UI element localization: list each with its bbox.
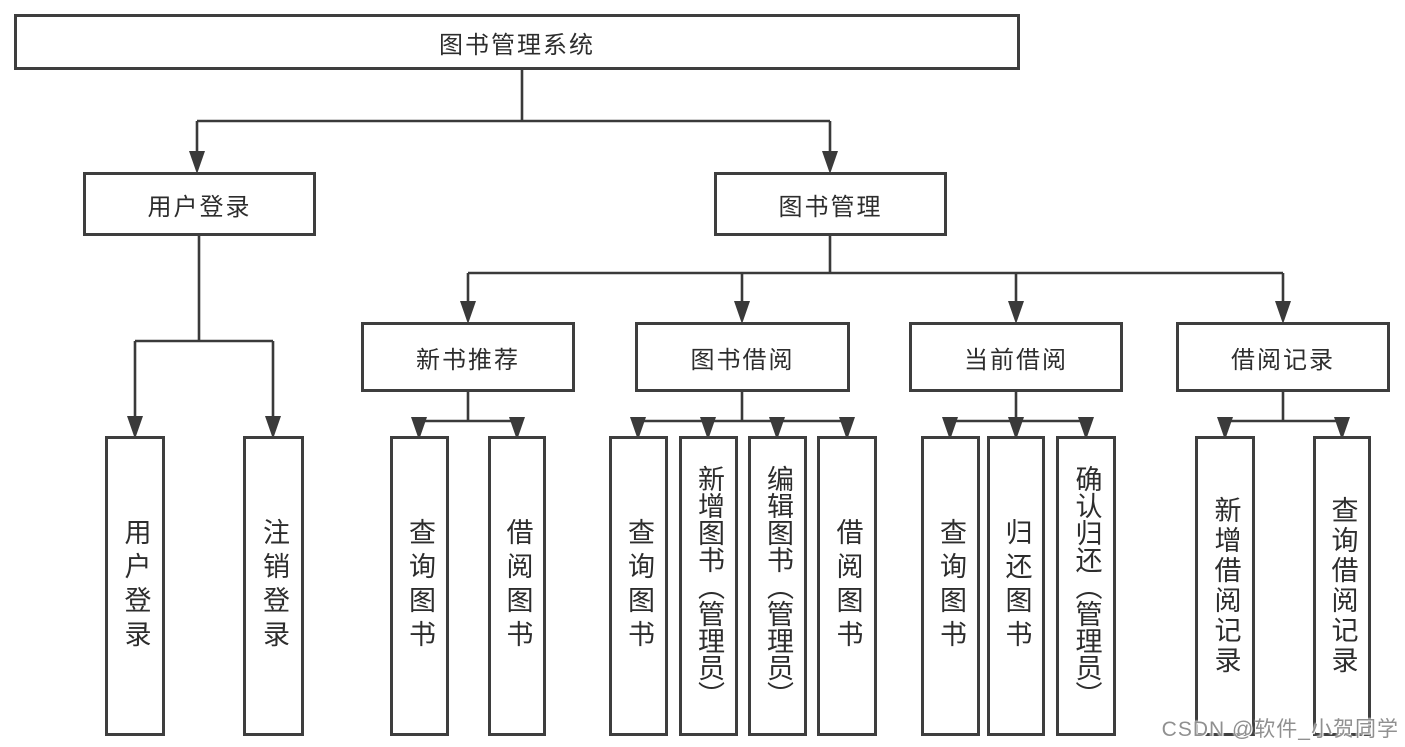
leaf-current-confirm-return-admin: 确认归还（管理员） [1056,436,1116,736]
leaf-recommend-borrow-book: 借阅图书 [488,436,546,736]
node-user-login: 用户登录 [83,172,316,236]
leaf-records-add-record: 新增借阅记录 [1195,436,1255,736]
leaf-current-return-book-label: 归还图书 [1001,518,1032,654]
node-new-book-recommend-label: 新书推荐 [416,346,520,374]
node-root-library-system: 图书管理系统 [14,14,1020,70]
leaf-logout-label: 注销登录 [259,518,289,654]
node-book-management: 图书管理 [714,172,947,236]
leaf-borrow-add-book-admin: 新增图书（管理员） [679,436,738,736]
leaf-current-query-book: 查询图书 [921,436,980,736]
leaf-user-login: 用户登录 [105,436,165,736]
node-borrow-records: 借阅记录 [1176,322,1390,392]
connector-root-to-level2 [195,70,832,153]
node-root-label: 图书管理系统 [439,31,595,59]
leaf-current-confirm-return-admin-label: 确认归还（管理员） [1071,464,1102,708]
leaf-borrow-edit-book-admin: 编辑图书（管理员） [748,436,807,736]
node-book-borrow-label: 图书借阅 [690,346,795,374]
leaf-recommend-query-book: 查询图书 [390,436,449,736]
leaf-current-query-book-label: 查询图书 [936,518,966,654]
node-user-login-label: 用户登录 [147,193,252,221]
arrowheads [127,151,1350,440]
node-current-borrow: 当前借阅 [909,322,1123,392]
leaf-user-login-label: 用户登录 [120,518,151,654]
csdn-watermark: CSDN @软件_小贺同学 [1161,718,1399,741]
connector-records-to-leaves [1223,392,1344,424]
leaf-borrow-query-book-label: 查询图书 [624,518,654,654]
leaf-borrow-borrow-book-label: 借阅图书 [832,518,863,654]
leaf-recommend-query-book-label: 查询图书 [405,518,435,654]
leaf-borrow-edit-book-admin-label: 编辑图书（管理员） [763,464,793,708]
node-book-borrow: 图书借阅 [635,322,850,392]
connector-borrow-to-leaves [636,392,849,424]
node-borrow-records-label: 借阅记录 [1231,346,1335,374]
leaf-borrow-query-book: 查询图书 [609,436,668,736]
node-book-management-label: 图书管理 [778,193,883,221]
leaf-current-return-book: 归还图书 [987,436,1045,736]
leaf-records-add-record-label: 新增借阅记录 [1210,496,1241,676]
leaf-records-query-record: 查询借阅记录 [1313,436,1371,736]
node-new-book-recommend: 新书推荐 [361,322,575,392]
leaf-borrow-add-book-admin-label: 新增图书（管理员） [694,464,724,708]
leaf-borrow-borrow-book: 借阅图书 [817,436,877,736]
leaf-recommend-borrow-book-label: 借阅图书 [502,518,533,654]
connector-recommend-to-leaves [417,392,519,424]
leaf-records-query-record-label: 查询借阅记录 [1327,496,1358,676]
connector-user-login-to-leaves [133,236,275,418]
node-current-borrow-label: 当前借阅 [964,346,1068,374]
connector-book-mgmt-to-level3 [466,236,1285,303]
leaf-logout: 注销登录 [243,436,304,736]
